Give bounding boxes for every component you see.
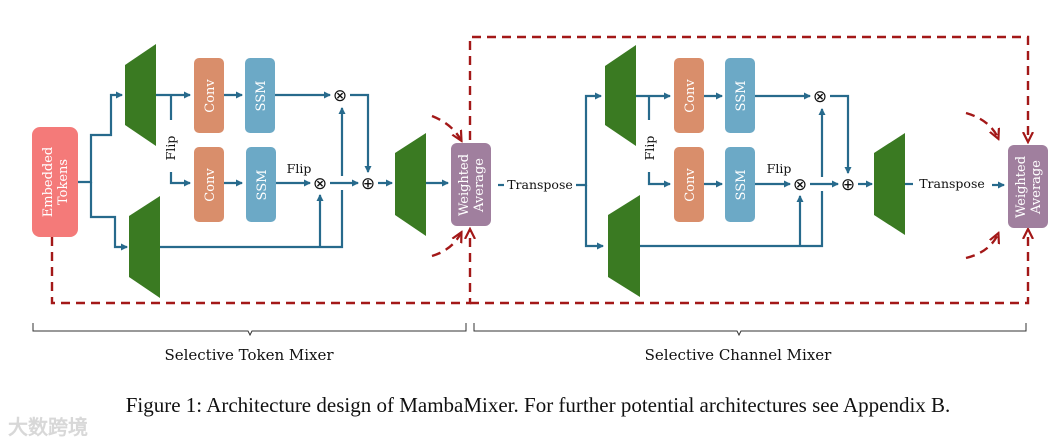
embedded-tokens-label-2: Tokens [56, 159, 71, 205]
input-projection-top [125, 44, 156, 146]
ssm-block-top [245, 58, 275, 133]
ch-flow-split [576, 92, 602, 187]
gate-arc-token-bottom [431, 233, 461, 258]
residual-connections [50, 35, 1028, 305]
channel-mixer: Flip Conv SSM ⊗ Conv SSM Flip ⊗ ⊕ Transp… [576, 45, 1048, 297]
ch-flip-label-left: Flip [642, 136, 657, 161]
ch-flip-label-right: Flip [767, 161, 792, 176]
section-label-token-mixer: Selective Token Mixer [164, 346, 334, 364]
figure-caption: Figure 1: Architecture design of MambaMi… [126, 393, 951, 417]
ch-flow-split-bottom [584, 185, 604, 250]
ch-weighted-average-block [1008, 145, 1048, 228]
multiply-icon-bottom: ⊗ [313, 174, 327, 194]
weighted-avg-label-2: Average [472, 158, 487, 213]
section-label-channel-mixer: Selective Channel Mixer [645, 346, 833, 364]
ch-flow-gate-bottom [640, 191, 824, 248]
ch-ssm-bottom-label: SSM [734, 170, 749, 201]
flip-label-left: Flip [163, 136, 178, 161]
brace-token-mixer [32, 323, 467, 337]
conv-block-top [194, 58, 224, 133]
gate-arc-token-top [431, 114, 461, 140]
conv-top-label: Conv [203, 79, 218, 113]
ch-ssm-block-top [725, 58, 755, 133]
ssm-bottom-label: SSM [255, 170, 270, 201]
brace-channel-mixer [473, 323, 1027, 337]
ch-weighted-avg-label-1: Weighted [1014, 156, 1029, 218]
flow-split-top [78, 91, 123, 184]
weighted-avg-label-1: Weighted [457, 154, 472, 216]
residual-channel-top-path [468, 35, 1028, 141]
ch-flow-flip-branch-lower [647, 172, 671, 188]
ch-weighted-avg-label-2: Average [1029, 160, 1044, 215]
token-mixer: Embedded Tokens Flip Conv SSM ⊗ Conv SSM… [32, 44, 573, 298]
gate-arc-channel-top [965, 111, 998, 138]
ch-add-icon: ⊕ [841, 175, 855, 195]
ch-conv-bottom-label: Conv [683, 168, 698, 202]
ch-multiply-icon-top: ⊗ [813, 87, 827, 107]
ssm-block-bottom [246, 147, 276, 222]
ssm-top-label: SSM [254, 81, 269, 112]
transpose-label-1: Transpose [507, 177, 573, 192]
output-projection [395, 133, 426, 236]
input-projection-bottom [129, 196, 160, 298]
residual-channel-bottom-path [470, 230, 1028, 305]
section-braces: Selective Token Mixer Selective Channel … [32, 323, 1027, 364]
ch-ssm-top-label: SSM [734, 81, 749, 112]
add-icon: ⊕ [361, 174, 375, 194]
ch-conv-block-bottom [674, 147, 704, 222]
ch-ssm-block-bottom [725, 147, 755, 222]
ch-conv-block-top [674, 58, 704, 133]
ch-output-projection [874, 133, 905, 235]
ch-input-projection-top [605, 45, 636, 146]
conv-bottom-label: Conv [203, 168, 218, 202]
ch-input-projection-bottom [608, 195, 640, 297]
flow-gate-bottom [160, 190, 344, 249]
flip-label-right: Flip [287, 161, 312, 176]
gate-arc-channel-bottom [965, 234, 998, 260]
embedded-tokens-block [32, 127, 78, 237]
embedded-tokens-label-1: Embedded [41, 147, 56, 218]
ch-flow-mult-top-to-add [830, 94, 852, 174]
ch-multiply-icon-bottom: ⊗ [793, 175, 807, 195]
conv-block-bottom [194, 147, 224, 222]
flow-flip-branch-lower [169, 172, 191, 187]
watermark-text: 大数跨境 [8, 415, 88, 439]
transpose-label-2: Transpose [919, 176, 985, 191]
residual-token-path [50, 230, 470, 305]
ch-conv-top-label: Conv [683, 79, 698, 113]
flow-split-bottom [89, 182, 128, 251]
flow-mult-top-to-add [350, 93, 372, 173]
weighted-average-block [451, 143, 491, 226]
multiply-icon-top: ⊗ [333, 86, 347, 106]
